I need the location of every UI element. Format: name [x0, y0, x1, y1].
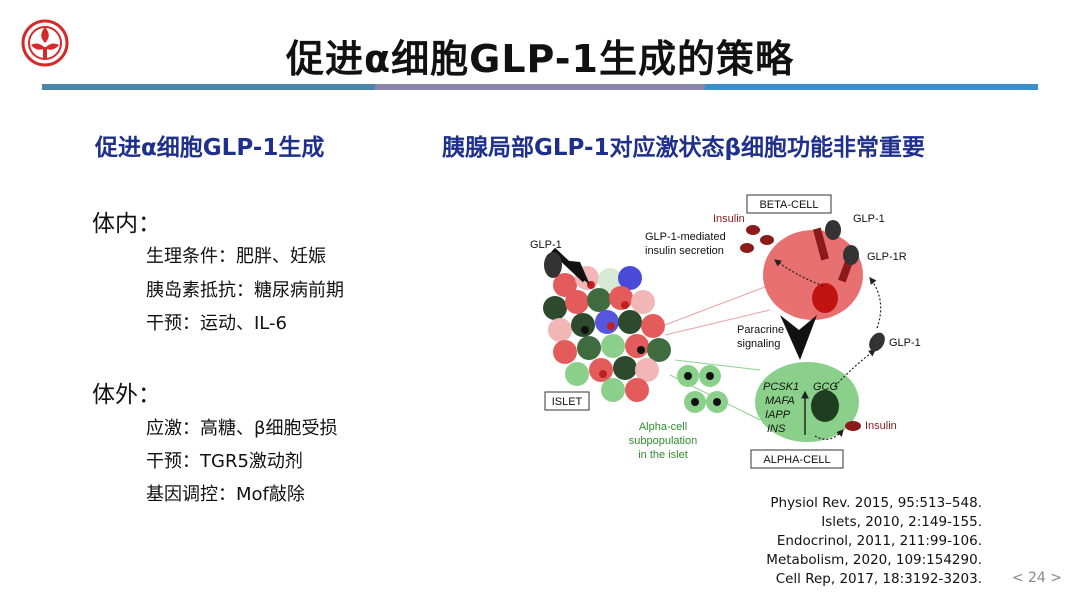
alpha-sub-label: in the islet [638, 449, 688, 461]
left-heading: 促进α细胞GLP-1生成 [95, 135, 325, 161]
in-vitro-item: 干预：TGR5激动剂 [146, 451, 303, 472]
reference-item: Endocrinol, 2011, 211:99-106. [776, 533, 982, 549]
gene-label: INS [767, 423, 786, 435]
in-vivo-item: 干预：运动、IL-6 [146, 313, 287, 334]
glp1-mediated-label: insulin secretion [645, 245, 724, 257]
reference-item: Metabolism, 2020, 109:154290. [766, 552, 982, 568]
title-divider-right [705, 84, 1038, 90]
slide-title: 促进α细胞GLP-1生成的策略 [286, 37, 794, 81]
islet-label: ISLET [552, 396, 583, 408]
in-vivo-label: 体内： [92, 211, 161, 237]
page-number: < 24 > [1011, 570, 1062, 586]
glp1-right-label: GLP-1 [889, 337, 921, 349]
gene-label: PCSK1 [763, 381, 799, 393]
in-vivo-item: 胰岛素抵抗：糖尿病前期 [146, 280, 344, 301]
references: Physiol Rev. 2015, 95:513–548. Islets, 2… [766, 494, 982, 589]
right-heading: 胰腺局部GLP-1对应激状态β细胞功能非常重要 [442, 135, 925, 161]
gene-label: MAFA [765, 395, 795, 407]
insulin-bottom-label: Insulin [865, 420, 897, 432]
title-divider-left [42, 84, 375, 90]
gene-label: IAPP [765, 409, 791, 421]
alpha-cell-label: ALPHA-CELL [763, 454, 830, 466]
paracrine-label: Paracrine [737, 324, 784, 336]
glp1-mediated-label: GLP-1-mediated [645, 231, 726, 243]
hospital-logo [21, 19, 69, 67]
alpha-sub-label: subpopulation [629, 435, 698, 447]
islet-cluster [543, 266, 671, 402]
reference-item: Cell Rep, 2017, 18:3192-3203. [775, 571, 982, 587]
glp1r-label: GLP-1R [867, 251, 907, 263]
insulin-top-label: Insulin [713, 213, 745, 225]
gene-label: GCG [813, 381, 839, 393]
in-vitro-item: 应激：高糖、β细胞受损 [146, 418, 338, 439]
alpha-sub-label: Alpha-cell [639, 421, 687, 433]
glp1-top-label: GLP-1 [853, 213, 885, 225]
in-vitro-item: 基因调控：Mof敲除 [146, 484, 305, 505]
islet-glp1-diagram: GLP-1 Alpha-cell subpopulation in the is… [530, 194, 921, 469]
beta-cell-label: BETA-CELL [759, 199, 818, 211]
reference-item: Islets, 2010, 2:149-155. [821, 514, 982, 530]
glp1-left-label: GLP-1 [530, 239, 562, 251]
paracrine-label: signaling [737, 338, 780, 350]
title-divider-middle [375, 84, 705, 90]
in-vitro-label: 体外： [92, 382, 161, 408]
alpha-subpopulation [677, 365, 728, 413]
reference-item: Physiol Rev. 2015, 95:513–548. [770, 495, 982, 511]
in-vivo-item: 生理条件：肥胖、妊娠 [146, 246, 326, 267]
